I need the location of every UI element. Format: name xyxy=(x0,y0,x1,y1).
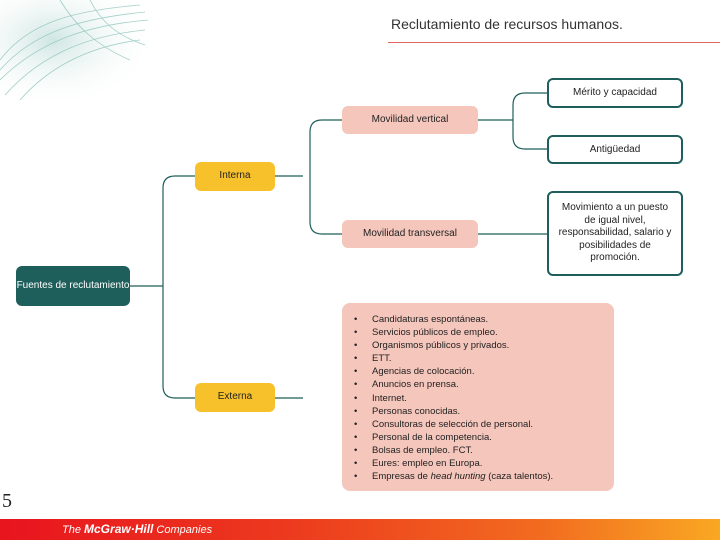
list-item-text: Consultoras de selección de personal. xyxy=(372,418,534,430)
externa-label: Externa xyxy=(217,391,253,403)
list-item: • Agencias de colocación. xyxy=(352,365,606,378)
movilidad-transversal-label: Movilidad transversal xyxy=(363,227,457,239)
bullet: • xyxy=(354,471,358,483)
merito-node: Mérito y capacidad xyxy=(547,78,683,108)
externa-node: Externa xyxy=(195,383,275,412)
logo-the: The xyxy=(62,524,85,536)
list-item-text: Anuncios en prensa. xyxy=(372,379,459,391)
list-item: • Candidaturas espontáneas. xyxy=(352,313,606,326)
list-item: • Bolsas de empleo. FCT. xyxy=(352,444,606,457)
list-item: • Servicios públicos de empleo. xyxy=(352,326,606,339)
logo-brand: McGraw·Hill xyxy=(84,522,154,536)
transversal-detail-node: Movimiento a un puesto de igual nivel, r… xyxy=(547,191,683,276)
list-item-text: Personal de la competencia. xyxy=(372,431,492,443)
list-item: • ETT. xyxy=(352,352,606,365)
list-item-text: ETT. xyxy=(372,353,392,365)
bullet: • xyxy=(354,392,358,404)
slide-title: Reclutamiento de recursos humanos. xyxy=(391,16,623,32)
list-item-text-emphasis: head hunting xyxy=(430,471,486,483)
bullet: • xyxy=(354,405,358,417)
antiguedad-node: Antigüedad xyxy=(547,135,683,164)
antiguedad-label: Antigüedad xyxy=(589,144,641,156)
title-divider xyxy=(388,42,720,43)
root-node: Fuentes de reclutamiento xyxy=(16,266,130,306)
logo-suffix: Companies xyxy=(153,524,213,536)
list-item: • Empresas de head hunting (caza talentos… xyxy=(352,470,606,483)
list-item-text: Bolsas de empleo. FCT. xyxy=(372,444,473,456)
list-item-text: Eures: empleo en Europa. xyxy=(372,458,483,470)
bullet: • xyxy=(354,431,358,443)
bullet: • xyxy=(354,458,358,470)
bullet: • xyxy=(354,353,358,365)
footer-bar: The McGraw·Hill Companies xyxy=(0,519,720,540)
publisher-logo: The McGraw·Hill Companies xyxy=(62,522,212,536)
movilidad-vertical-node: Movilidad vertical xyxy=(342,106,478,134)
movilidad-vertical-label: Movilidad vertical xyxy=(371,113,449,125)
list-item-text-prefix: Empresas de xyxy=(372,471,431,483)
bullet: • xyxy=(354,366,358,378)
list-item-text: Servicios públicos de empleo. xyxy=(372,327,498,339)
movilidad-transversal-node: Movilidad transversal xyxy=(342,220,478,248)
list-item: • Organismos públicos y privados. xyxy=(352,339,606,352)
bullet: • xyxy=(354,444,358,456)
list-item: • Personas conocidas. xyxy=(352,405,606,418)
list-item: • Consultoras de selección de personal. xyxy=(352,418,606,431)
bullet: • xyxy=(354,379,358,391)
list-item-text-suffix: (caza talentos). xyxy=(485,471,554,483)
list-item: • Internet. xyxy=(352,392,606,405)
decorative-swirl xyxy=(0,0,150,100)
root-label: Fuentes de reclutamiento xyxy=(16,279,130,291)
interna-node: Interna xyxy=(195,162,275,191)
page-number: 5 xyxy=(2,490,12,512)
list-item-text: Candidaturas espontáneas. xyxy=(372,314,489,325)
list-item: • Eures: empleo en Europa. xyxy=(352,457,606,470)
list-item: • Personal de la competencia. xyxy=(352,431,606,444)
transversal-detail-text: Movimiento a un puesto de igual nivel, r… xyxy=(558,202,672,264)
externa-sources-list: • Candidaturas espontáneas. • Servicios pú… xyxy=(342,303,614,491)
bullet: • xyxy=(354,314,358,325)
list-item-text: Organismos públicos y privados. xyxy=(372,340,510,352)
list-item: • Anuncios en prensa. xyxy=(352,378,606,391)
interna-label: Interna xyxy=(219,170,251,182)
list-item-text: Internet. xyxy=(372,392,407,404)
list-item-text: Agencias de colocación. xyxy=(372,366,475,378)
bullet: • xyxy=(354,327,358,339)
bullet: • xyxy=(354,418,358,430)
list-item-text: Personas conocidas. xyxy=(372,405,461,417)
bullet: • xyxy=(354,340,358,352)
merito-label: Mérito y capacidad xyxy=(573,86,657,98)
